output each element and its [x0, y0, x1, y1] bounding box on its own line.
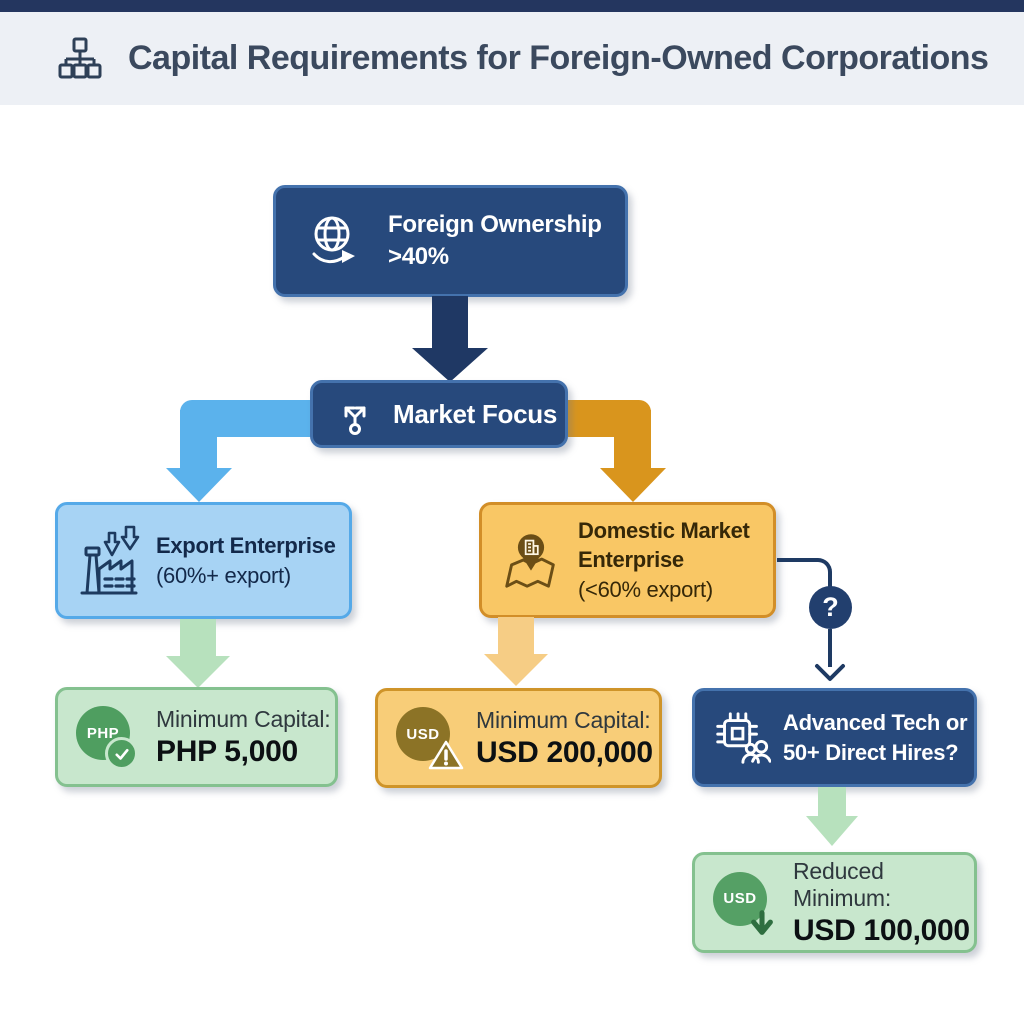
connector-horizontal	[777, 558, 815, 562]
result-label: Minimum Capital:	[476, 706, 651, 733]
node-title-2: Enterprise	[578, 547, 684, 573]
globe-arrow-icon	[302, 209, 366, 273]
node-title: Foreign Ownership	[388, 211, 602, 239]
node-subtitle: (<60% export)	[578, 576, 713, 602]
branch-orange-vertical	[614, 410, 651, 470]
usd-coin: USD	[713, 871, 767, 926]
factory-export-icon	[70, 523, 146, 599]
arrowhead-chevron-navy	[814, 663, 846, 683]
arrow-down-green	[180, 619, 216, 659]
node-domestic-enterprise: Domestic Market Enterprise (<60% export)	[479, 502, 776, 618]
node-advanced-tech: Advanced Tech or 50+ Direct Hires?	[692, 688, 977, 787]
node-export-enterprise: Export Enterprise (60%+ export)	[55, 502, 352, 619]
result-value: USD 200,000	[476, 735, 653, 769]
node-market-focus: Market Focus	[310, 380, 568, 448]
result-label: Minimum Capital:	[156, 705, 331, 732]
node-title-2: 50+ Direct Hires?	[783, 739, 959, 765]
arrow-down-amber	[498, 617, 534, 657]
node-title: Market Focus	[393, 398, 558, 429]
node-title: Advanced Tech or	[783, 710, 968, 736]
node-title: Domestic Market	[578, 518, 750, 544]
split-branch-icon	[333, 392, 377, 436]
question-badge: ?	[809, 586, 852, 629]
map-pin-icon	[498, 527, 564, 593]
node-usd-minimum: USD Minimum Capital: USD 200,000	[375, 688, 662, 788]
node-subtitle: >40%	[388, 243, 449, 270]
arrowhead-green-2	[806, 816, 858, 846]
header: Capital Requirements for Foreign-Owned C…	[0, 12, 1024, 105]
php-coin-check-icon: PHP	[76, 704, 144, 770]
arrowhead-blue	[166, 468, 232, 502]
page-title: Capital Requirements for Foreign-Owned C…	[128, 39, 989, 77]
connector-vertical	[828, 629, 832, 667]
arrowhead-navy	[412, 348, 488, 382]
result-value: USD 100,000	[793, 913, 970, 947]
arrow-down-navy	[432, 296, 468, 350]
node-php-minimum: PHP Minimum Capital: PHP 5,000	[55, 687, 338, 787]
node-foreign-ownership: Foreign Ownership >40%	[273, 185, 628, 297]
arrowhead-green	[166, 656, 230, 688]
node-reduced-minimum: USD Reduced Minimum: USD 100,000	[692, 852, 977, 953]
branch-blue-vertical	[180, 410, 217, 470]
arrow-down-green-2	[818, 787, 846, 819]
top-accent-bar	[0, 0, 1024, 12]
chip-people-icon	[709, 707, 771, 769]
connector-corner	[812, 558, 832, 588]
warning-icon	[428, 739, 464, 771]
hierarchy-icon	[56, 35, 104, 83]
node-subtitle: (60%+ export)	[156, 562, 291, 588]
arrow-down-icon	[749, 909, 775, 938]
result-value: PHP 5,000	[156, 734, 298, 768]
usd-coin-down-icon: USD	[713, 870, 781, 936]
usd-coin-warning-icon: USD	[396, 705, 464, 771]
arrowhead-amber	[484, 654, 548, 686]
arrowhead-orange	[600, 468, 666, 502]
node-title: Export Enterprise	[156, 533, 336, 559]
check-icon	[105, 737, 138, 770]
result-label: Reduced Minimum:	[793, 857, 892, 911]
